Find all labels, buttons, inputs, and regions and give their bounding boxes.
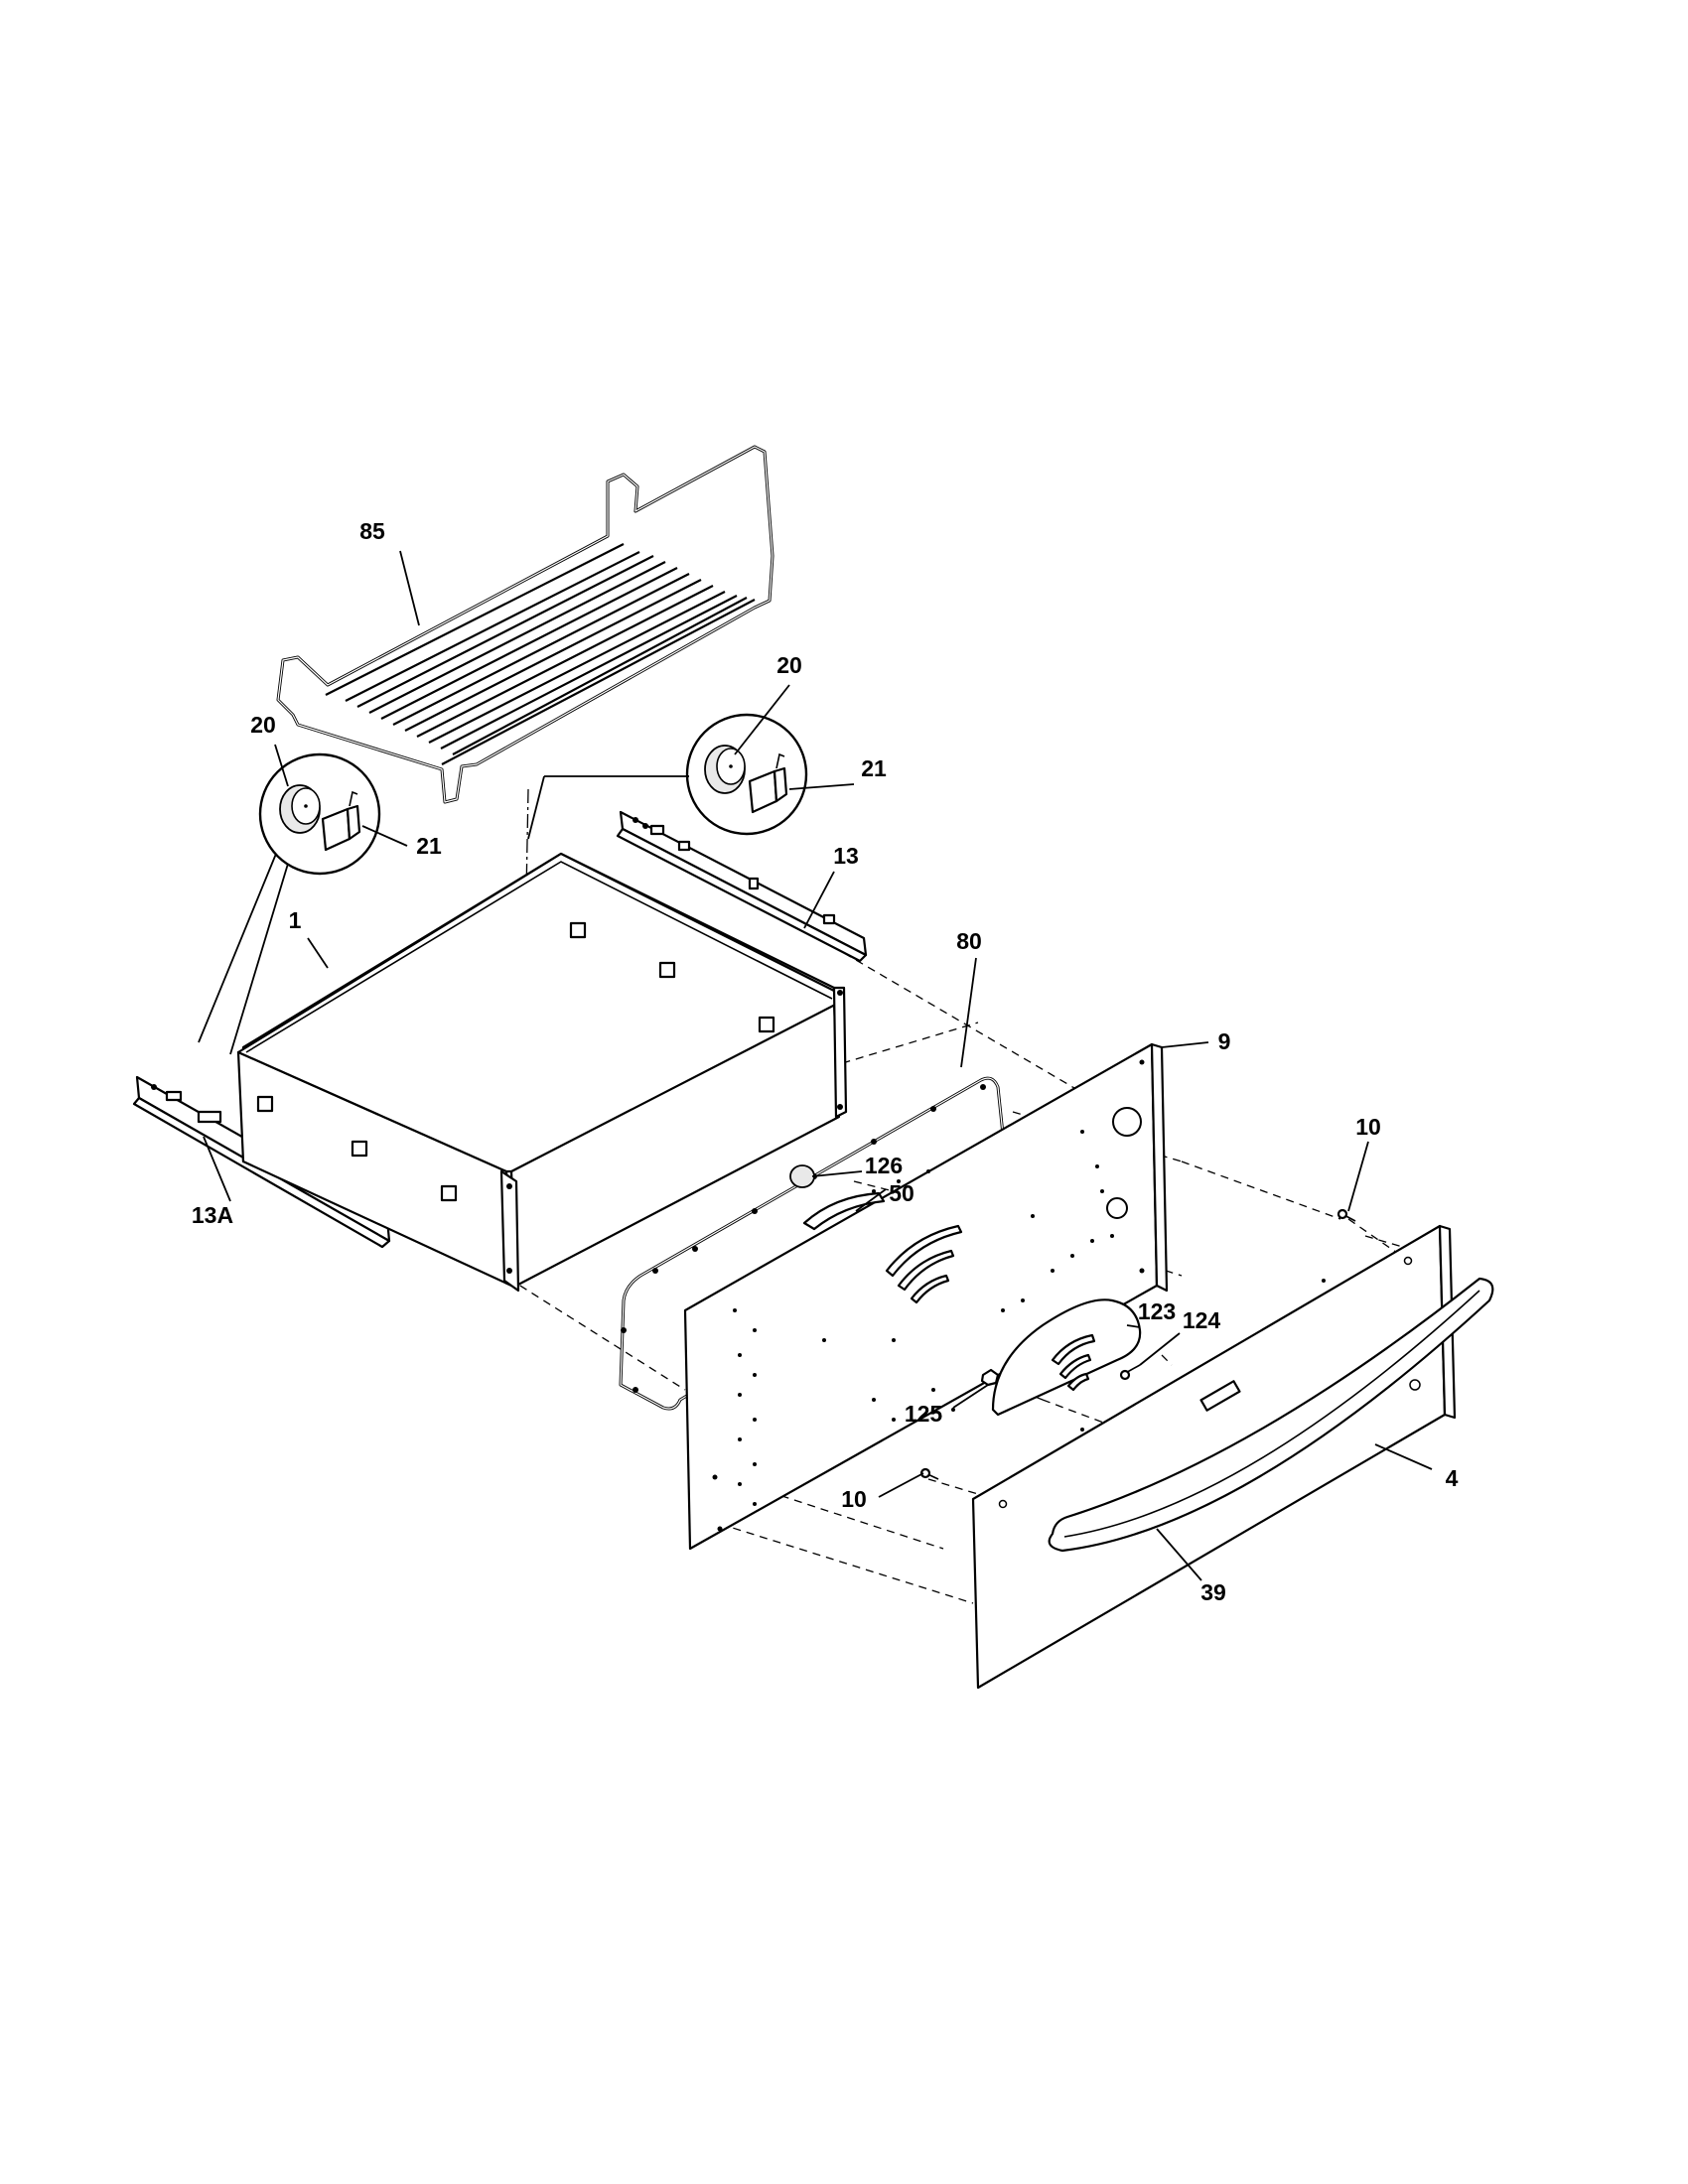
- callout-124: 124: [1183, 1307, 1221, 1333]
- callout-123: 123: [1138, 1298, 1176, 1324]
- callout-126: 126: [865, 1153, 903, 1178]
- trim-50: [802, 1191, 886, 1231]
- callout-50: 50: [889, 1180, 914, 1206]
- callout-125: 125: [905, 1401, 943, 1427]
- screw-124: [1119, 1364, 1141, 1381]
- callout-21-right: 21: [861, 755, 887, 781]
- callout-39: 39: [1200, 1579, 1226, 1605]
- nut-125: [980, 1368, 1000, 1387]
- slide-rail-13: [616, 810, 868, 963]
- detail-circle-left: [258, 752, 381, 876]
- callout-20-right: 20: [776, 652, 802, 678]
- callout-10-right: 10: [1355, 1114, 1381, 1140]
- callout-1: 1: [289, 907, 302, 933]
- clip-21-left: [321, 790, 361, 852]
- leader-lines: [203, 550, 1433, 1581]
- callout-13a: 13A: [192, 1202, 233, 1228]
- roller-20-left: [279, 784, 321, 834]
- callout-20-left: 20: [250, 712, 276, 738]
- bumper-126: [789, 1164, 815, 1188]
- handle-39: [1048, 1277, 1494, 1553]
- callout-85: 85: [359, 518, 385, 544]
- cover-123: [991, 1298, 1142, 1417]
- clip-21-right: [748, 752, 788, 814]
- callout-80: 80: [956, 928, 982, 954]
- callout-9: 9: [1218, 1028, 1231, 1054]
- callouts: 85 20 20 21 21 13 13A 1 80 9 126 50 10 1…: [192, 518, 1459, 1605]
- callout-21-left: 21: [416, 833, 442, 859]
- inner-panel-9: [683, 1042, 1169, 1551]
- callout-4: 4: [1446, 1465, 1459, 1491]
- callout-10-left: 10: [841, 1486, 867, 1512]
- roller-20-right: [704, 745, 746, 794]
- callout-13: 13: [833, 843, 859, 869]
- rack-85: [276, 445, 774, 804]
- screw-10-left: [919, 1467, 939, 1480]
- drawer-body-1: [236, 852, 848, 1293]
- detail-connectors: [198, 775, 689, 1055]
- screw-10-right: [1336, 1208, 1356, 1222]
- detail-circle-right: [685, 713, 808, 836]
